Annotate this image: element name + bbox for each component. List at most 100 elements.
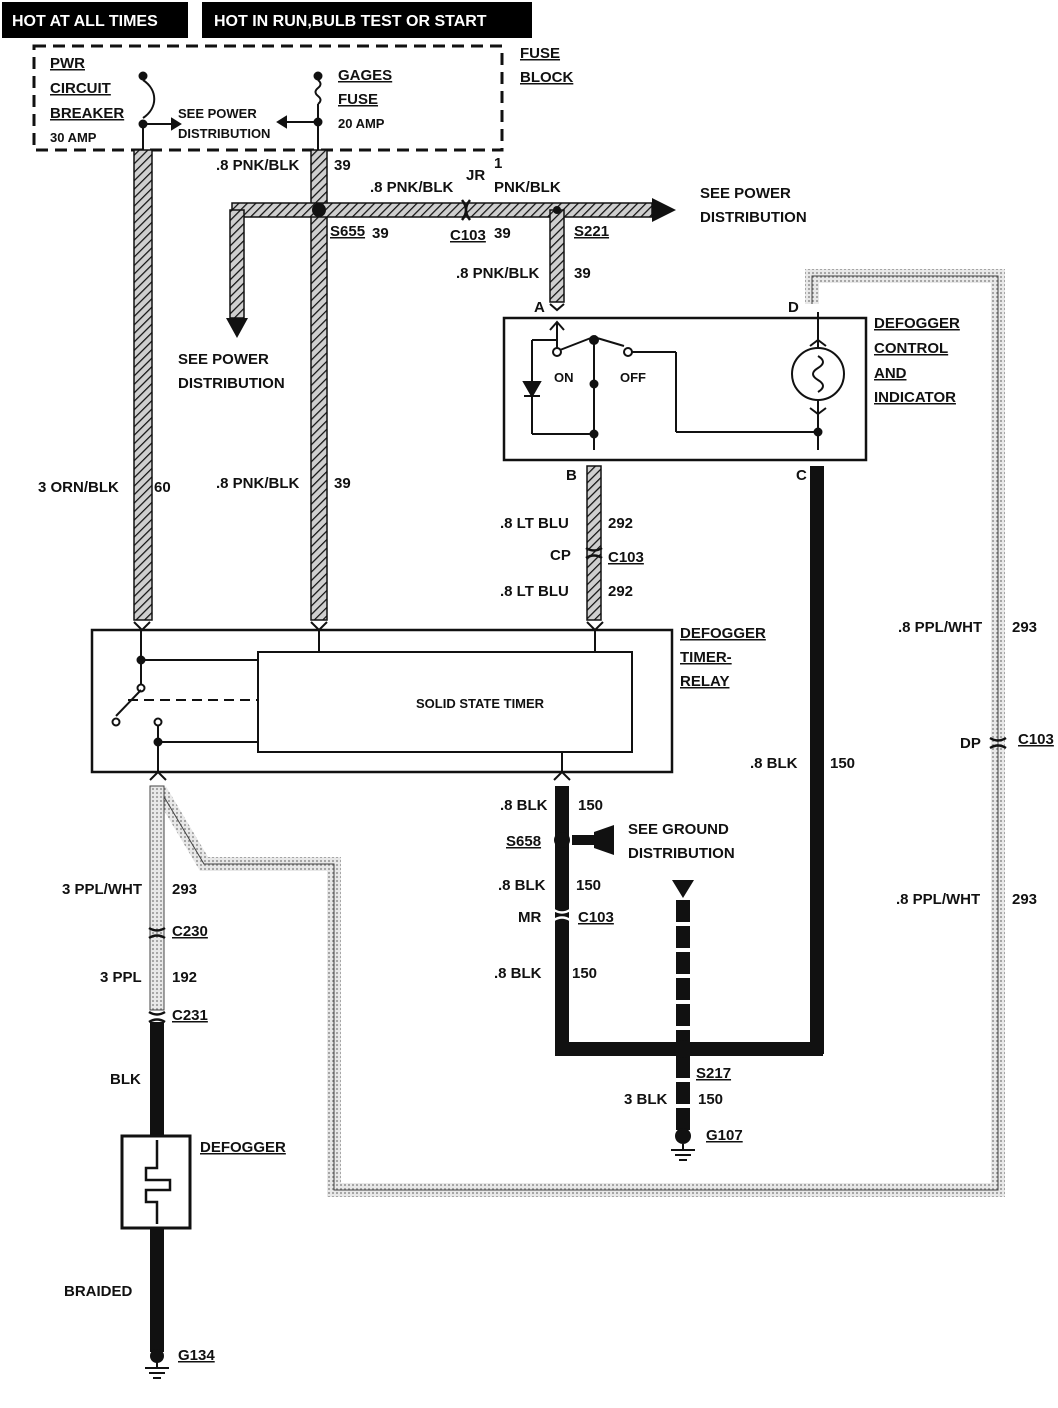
fuse-label-2: FUSE <box>338 91 378 108</box>
label-292-1: 292 <box>608 515 633 532</box>
ground-dist-stub <box>572 835 594 845</box>
connector-c103-cp <box>585 546 603 560</box>
wire-orn-blk <box>133 149 153 621</box>
label-pnk-blk-mid: .8 PNK/BLK <box>216 475 300 492</box>
label-see-power-left-2: DISTRIBUTION <box>178 375 285 392</box>
label-292-2: 292 <box>608 583 633 600</box>
label-39-s655: 39 <box>372 225 389 242</box>
label-mr: MR <box>518 909 541 926</box>
ground-g134-symbol <box>145 1362 169 1379</box>
timer-title-3: RELAY <box>680 673 729 690</box>
wire-braided <box>150 1226 164 1352</box>
breaker-label-3: BREAKER <box>50 105 124 122</box>
switch-title-2: CONTROL <box>874 340 948 357</box>
label-3-ppl: 3 PPL <box>100 969 142 986</box>
pin-b: B <box>566 467 577 484</box>
label-dp: DP <box>960 735 981 752</box>
defogger-grid-icon <box>144 1140 172 1224</box>
fuse-rating: 20 AMP <box>338 116 385 131</box>
label-3-blk: 3 BLK <box>624 1091 668 1108</box>
label-s655: S655 <box>330 223 365 240</box>
label-293-1: 293 <box>1012 619 1037 636</box>
label-lt-blu-1: .8 LT BLU <box>500 515 569 532</box>
breaker-label-1: PWR <box>50 55 85 72</box>
ground-g107-symbol <box>671 1144 695 1161</box>
header-hot-run: HOT IN RUN,BULB TEST OR START <box>202 2 532 38</box>
label-blk-1: .8 BLK <box>500 797 548 814</box>
wire-ppl-wht-defogger <box>149 785 165 1011</box>
label-pnk-blk-jr: .8 PNK/BLK <box>370 179 454 196</box>
timer-title-1: DEFOGGER <box>680 625 766 642</box>
circuit-breaker-symbol <box>138 71 182 150</box>
label-cp: CP <box>550 547 571 564</box>
pin-a: A <box>534 299 545 316</box>
label-150-c: 150 <box>830 755 855 772</box>
label-s658: S658 <box>506 833 541 850</box>
label-s217: S217 <box>696 1065 731 1082</box>
label-293-2: 293 <box>1012 891 1037 908</box>
switch-title-4: INDICATOR <box>874 389 956 406</box>
label-see-ground-1: SEE GROUND <box>628 821 729 838</box>
label-192: 192 <box>172 969 197 986</box>
timer-title-2: TIMER- <box>680 649 732 666</box>
ground-dist-triangle <box>672 880 694 898</box>
label-see-ground-2: DISTRIBUTION <box>628 845 735 862</box>
wire-pnk-blk-s221 <box>549 209 565 303</box>
label-c103-d: C103 <box>578 909 614 926</box>
label-defogger: DEFOGGER <box>200 1139 286 1156</box>
arrow-see-power-right <box>652 198 676 222</box>
connector-c103-mr <box>553 908 571 922</box>
wire-blk-c <box>810 466 824 1054</box>
label-blk-c: .8 BLK <box>750 755 798 772</box>
fuse-block-label-2: BLOCK <box>520 69 573 86</box>
label-braided: BRAIDED <box>64 1283 133 1300</box>
switch-internals <box>522 303 845 450</box>
label-pnk-blk-1: PNK/BLK <box>494 179 561 196</box>
label-1: 1 <box>494 155 502 172</box>
label-pnk-blk-a: .8 PNK/BLK <box>456 265 540 282</box>
label-60: 60 <box>154 479 171 496</box>
label-150-1: 150 <box>578 797 603 814</box>
label-g107: G107 <box>706 1127 743 1144</box>
pin-d: D <box>788 299 799 316</box>
breaker-label-2: CIRCUIT <box>50 80 111 97</box>
label-39-top: 39 <box>334 157 351 174</box>
label-c103-c: C103 <box>1018 731 1054 748</box>
label-orn-blk: 3 ORN/BLK <box>38 479 119 496</box>
see-power-fuse-2: DISTRIBUTION <box>178 126 270 141</box>
label-see-power-right-1: SEE POWER <box>700 185 791 202</box>
label-s221: S221 <box>574 223 609 240</box>
splice-s217 <box>674 1040 692 1058</box>
see-power-fuse-1: SEE POWER <box>178 106 257 121</box>
relay-internals <box>111 621 604 781</box>
splice-s655 <box>312 203 326 217</box>
label-blk-3: .8 BLK <box>494 965 542 982</box>
label-ppl-wht-2: .8 PPL/WHT <box>896 891 980 908</box>
arrow-see-power-left <box>226 318 248 338</box>
label-c231: C231 <box>172 1007 208 1024</box>
switch-off: OFF <box>620 370 646 385</box>
label-39-a: 39 <box>574 265 591 282</box>
timer-inner-label: SOLID STATE TIMER <box>416 696 545 711</box>
label-see-power-left-1: SEE POWER <box>178 351 269 368</box>
ground-g134-node <box>150 1349 164 1363</box>
label-150-2: 150 <box>576 877 601 894</box>
connector-c103-dp <box>989 736 1007 750</box>
hot-run-text: HOT IN RUN,BULB TEST OR START <box>214 13 487 30</box>
label-293-3: 293 <box>172 881 197 898</box>
fuse-block-label-1: FUSE <box>520 45 560 62</box>
fuse-block-box <box>32 44 504 152</box>
label-pnk-blk-top: .8 PNK/BLK <box>216 157 300 174</box>
splice-s658 <box>554 832 570 848</box>
splice-s221 <box>553 206 561 214</box>
label-jr: JR <box>466 167 485 184</box>
label-ppl-wht-1: .8 PPL/WHT <box>898 619 982 636</box>
header-hot-always: HOT AT ALL TIMES <box>2 2 188 38</box>
defogger-control-box <box>502 316 868 462</box>
label-blk-def: BLK <box>110 1071 141 1088</box>
label-c103-a: C103 <box>450 227 486 244</box>
label-blk-2: .8 BLK <box>498 877 546 894</box>
pin-c: C <box>796 467 807 484</box>
label-ppl-wht-3: 3 PPL/WHT <box>62 881 142 898</box>
